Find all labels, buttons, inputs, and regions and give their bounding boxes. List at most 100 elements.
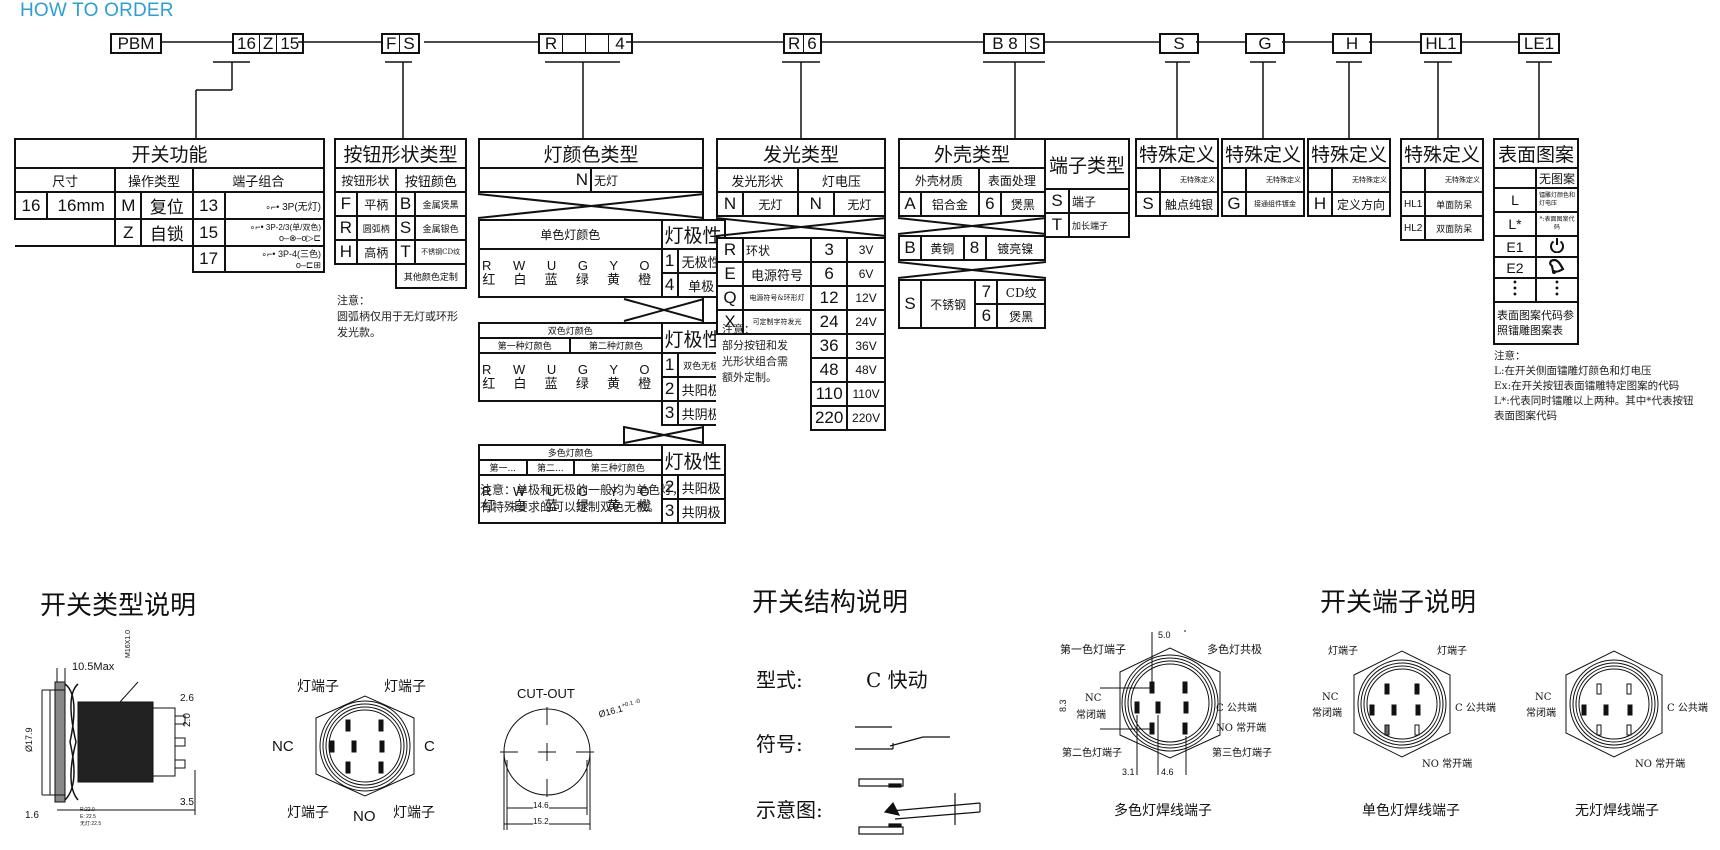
header-color: 按钮颜色 (394, 167, 468, 193)
code-special-s: S (1173, 34, 1185, 53)
code-box-button: F S (381, 33, 420, 54)
term-label: NC (1322, 692, 1339, 703)
switch-terminal-title: 开关端子说明 (1320, 588, 1477, 618)
terminal-code: S (1044, 188, 1070, 214)
page-title: HOW TO ORDER (20, 0, 174, 21)
empty-cell (1399, 167, 1427, 193)
term-label: C 公共端 (1455, 703, 1496, 714)
single-terminal-caption: 单色灯焊线端子 (1362, 803, 1460, 819)
voltage-code: 48 (810, 357, 849, 383)
dim-max-len: 10.5Max (72, 661, 115, 673)
empty-cell (1221, 167, 1247, 193)
dim-diameter: Ø17.9 (24, 727, 34, 752)
polarity-code: 1 (660, 352, 679, 378)
multi-header: 多色灯颜色 (478, 444, 663, 461)
table-title: 按钮形状类型 (334, 138, 467, 169)
op-code: M (114, 191, 143, 220)
none-label: 无特殊定义 (1330, 167, 1392, 193)
multi-terminal-drawing (1100, 630, 1221, 775)
pattern-footer: 表面图案代码参照镭雕图案表 (1493, 301, 1579, 345)
cross-connector (898, 217, 1046, 235)
term-label: 3P-2/3(单/双色) (265, 222, 321, 232)
type-label: 型式: (756, 668, 803, 692)
shape-label: 电源符号 (741, 261, 813, 287)
dim-label: 4.6 (1161, 767, 1174, 777)
voltage-label: 220V (846, 405, 886, 431)
polarity-code: 3 (660, 498, 679, 524)
code-special-h: H (1345, 34, 1359, 53)
voltage-code: 12 (810, 285, 849, 311)
code-operation: Z (260, 35, 278, 52)
voltage-code: 220 (810, 405, 849, 431)
empty-cell (335, 263, 396, 288)
multi-sub: 第二... (525, 459, 576, 476)
dual-sub: 第二种灯颜色 (569, 337, 663, 354)
table-title: 特殊定义 (1306, 138, 1392, 169)
header-terminal: 端子组合 (191, 167, 326, 193)
shape-label: 高柄 (355, 239, 397, 265)
none-code: N (478, 167, 592, 193)
code-button-color: S (403, 34, 415, 53)
color-codes: R W U G Y O (482, 483, 659, 499)
polarity-code: 2 (660, 376, 679, 402)
term-label: 常闭端 (1076, 710, 1106, 721)
material-code: A (898, 191, 922, 217)
empty-cell (1307, 167, 1333, 193)
nolight-terminal-caption: 无灯焊线端子 (1575, 803, 1659, 819)
term-label: 灯端子 (1437, 646, 1467, 657)
shape-code: H (334, 239, 358, 265)
dim-label: 3.1 (1122, 767, 1135, 777)
term-cell: ∘⌐• 3P(无灯) (223, 191, 326, 220)
none-label: 无图案 (1534, 167, 1580, 189)
voltage-code: 6 (810, 261, 849, 287)
voltage-code: 110 (810, 381, 849, 407)
empty-cell (15, 245, 193, 272)
voltage-label: 36V (846, 333, 886, 359)
finish-code: 8 (962, 235, 987, 261)
dim-len-none: 无灯:22.5 (80, 821, 102, 827)
color-codes: R W U G Y O (482, 361, 659, 377)
cross-connector (716, 217, 886, 237)
polarity-code: 3 (660, 400, 679, 426)
dim-label: 5.0 (1158, 630, 1171, 640)
op-code: Z (114, 218, 143, 247)
code-button-shape: F (383, 35, 401, 52)
glow-type-note: 注意： 部分按钮和发 光形状组合需 额外定制。 (722, 323, 788, 384)
term-code: 13 (191, 191, 226, 220)
special-label: 触点纯银 (1158, 191, 1220, 217)
type-value: C 快动 (866, 668, 928, 692)
cutout-w1: 14.6 (533, 801, 549, 810)
more-dots-icon: ••• (1493, 277, 1537, 303)
code-special-hl: HL1 (1425, 34, 1457, 53)
term-label: 常闭端 (1312, 708, 1342, 719)
pin-lamp-label: 灯端子 (297, 679, 339, 695)
pin-lamp-label: 灯端子 (287, 805, 329, 821)
voltage-code: 24 (810, 309, 849, 335)
term-label: 第一色灯端子 (1060, 643, 1126, 656)
polarity-code: 2 (660, 474, 679, 500)
table-title: 灯颜色类型 (478, 138, 704, 169)
code-pbm: PBM (117, 34, 155, 53)
none-code: N (796, 191, 835, 217)
term-label: 灯端子 (1328, 646, 1358, 657)
term-label: 3P(无灯) (282, 202, 321, 213)
color-label: 金属煲黑 (414, 191, 467, 217)
bell-icon (1534, 256, 1580, 279)
op-label: 复位 (140, 191, 194, 220)
term-label: 第三色灯端子 (1212, 748, 1272, 759)
code-box-light: R 4 (538, 33, 633, 54)
color-code: T (394, 239, 417, 265)
shape-label: 环状 (741, 237, 813, 263)
none-label: 无特殊定义 (1244, 167, 1306, 193)
led-terminal-icon: o–⊏⊞ (295, 260, 321, 270)
dim-len-r: R:22.0 (80, 807, 95, 813)
cutout-w2: 15.2 (533, 817, 549, 826)
dim-1-6: 1.6 (25, 810, 39, 821)
